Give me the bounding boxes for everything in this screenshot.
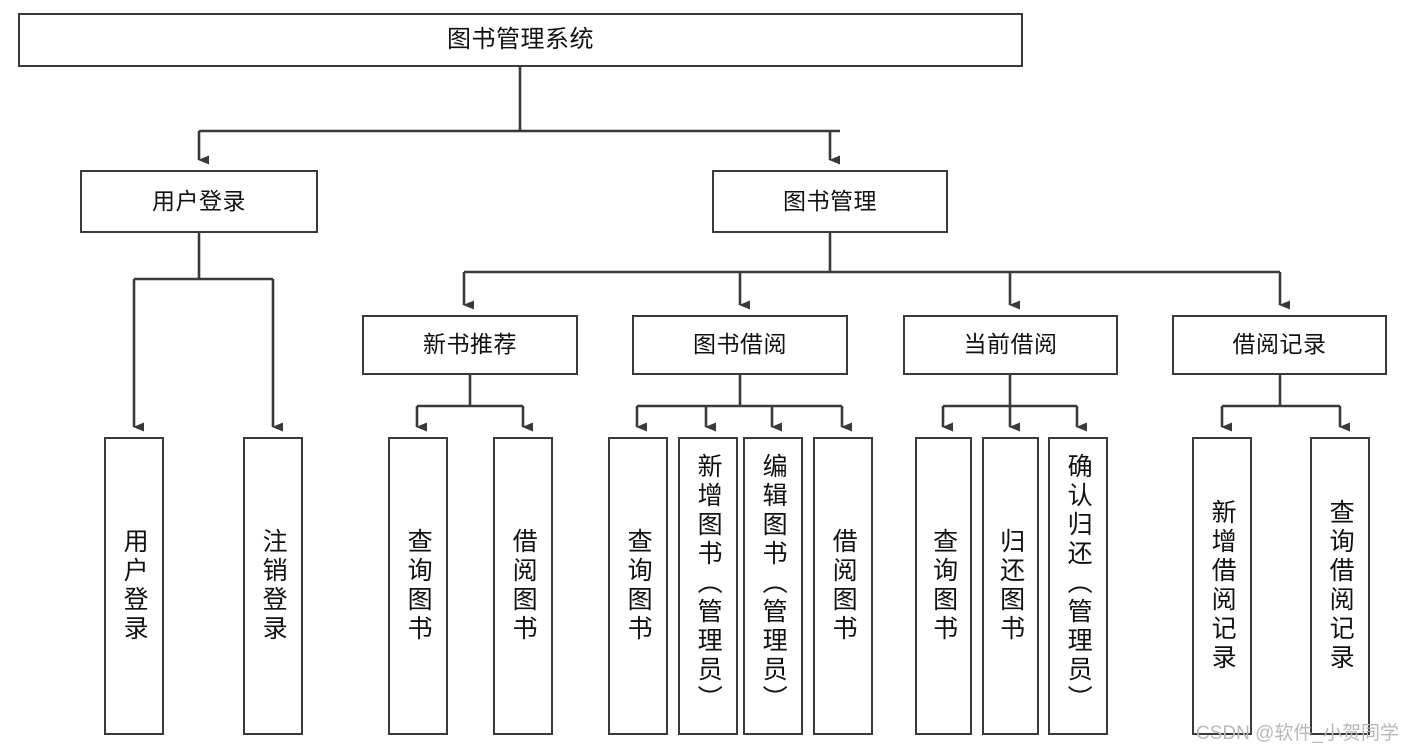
node-label: 用户登录 xyxy=(152,187,246,214)
node-label: 归还图书 xyxy=(996,528,1025,644)
leaf-confirm-return-admin[interactable]: 确认归还（管理员） xyxy=(1048,437,1108,735)
node-label: 新书推荐 xyxy=(423,331,517,358)
node-label: 新增图书（管理员） xyxy=(694,453,723,714)
leaf-query-borrow-record[interactable]: 查询借阅记录 xyxy=(1310,437,1370,735)
leaf-borrow-book[interactable]: 借阅图书 xyxy=(813,437,873,735)
node-label: 查询借阅记录 xyxy=(1326,499,1355,673)
node-label: 借阅图书 xyxy=(509,528,538,644)
leaf-borrow-book-newbook[interactable]: 借阅图书 xyxy=(493,437,553,735)
node-borrowing-records[interactable]: 借阅记录 xyxy=(1172,315,1387,375)
node-label: 新增借阅记录 xyxy=(1208,499,1237,673)
leaf-add-borrow-record[interactable]: 新增借阅记录 xyxy=(1192,437,1252,735)
node-label: 图书管理系统 xyxy=(447,25,594,53)
node-current-borrowing[interactable]: 当前借阅 xyxy=(903,315,1118,375)
leaf-logout[interactable]: 注销登录 xyxy=(243,437,303,735)
node-label: 图书管理 xyxy=(783,187,877,214)
node-new-book-recommendation[interactable]: 新书推荐 xyxy=(362,315,578,375)
node-label: 查询图书 xyxy=(624,528,653,644)
leaf-user-login[interactable]: 用户登录 xyxy=(104,437,164,735)
leaf-query-book-newbook[interactable]: 查询图书 xyxy=(388,437,448,735)
node-root-book-management-system[interactable]: 图书管理系统 xyxy=(18,13,1023,67)
node-label: 确认归还（管理员） xyxy=(1064,453,1093,714)
node-label: 查询图书 xyxy=(404,528,433,644)
leaf-add-book-admin[interactable]: 新增图书（管理员） xyxy=(678,437,738,735)
node-label: 当前借阅 xyxy=(963,331,1058,358)
node-label: 用户登录 xyxy=(120,528,149,644)
node-label: 注销登录 xyxy=(259,528,288,644)
node-label: 图书借阅 xyxy=(693,331,787,358)
node-user-login[interactable]: 用户登录 xyxy=(80,170,318,233)
csdn-watermark: CSDN @软件_小贺同学 xyxy=(1196,723,1399,744)
node-label: 编辑图书（管理员） xyxy=(759,453,788,714)
node-label: 查询图书 xyxy=(929,528,958,644)
node-label: 借阅图书 xyxy=(829,528,858,644)
node-label: 借阅记录 xyxy=(1232,331,1327,358)
leaf-return-book[interactable]: 归还图书 xyxy=(982,437,1039,735)
leaf-query-book-current[interactable]: 查询图书 xyxy=(915,437,972,735)
leaf-edit-book-admin[interactable]: 编辑图书（管理员） xyxy=(743,437,803,735)
leaf-query-book-borrow[interactable]: 查询图书 xyxy=(608,437,668,735)
node-book-management[interactable]: 图书管理 xyxy=(712,170,948,233)
node-book-borrowing[interactable]: 图书借阅 xyxy=(632,315,848,375)
